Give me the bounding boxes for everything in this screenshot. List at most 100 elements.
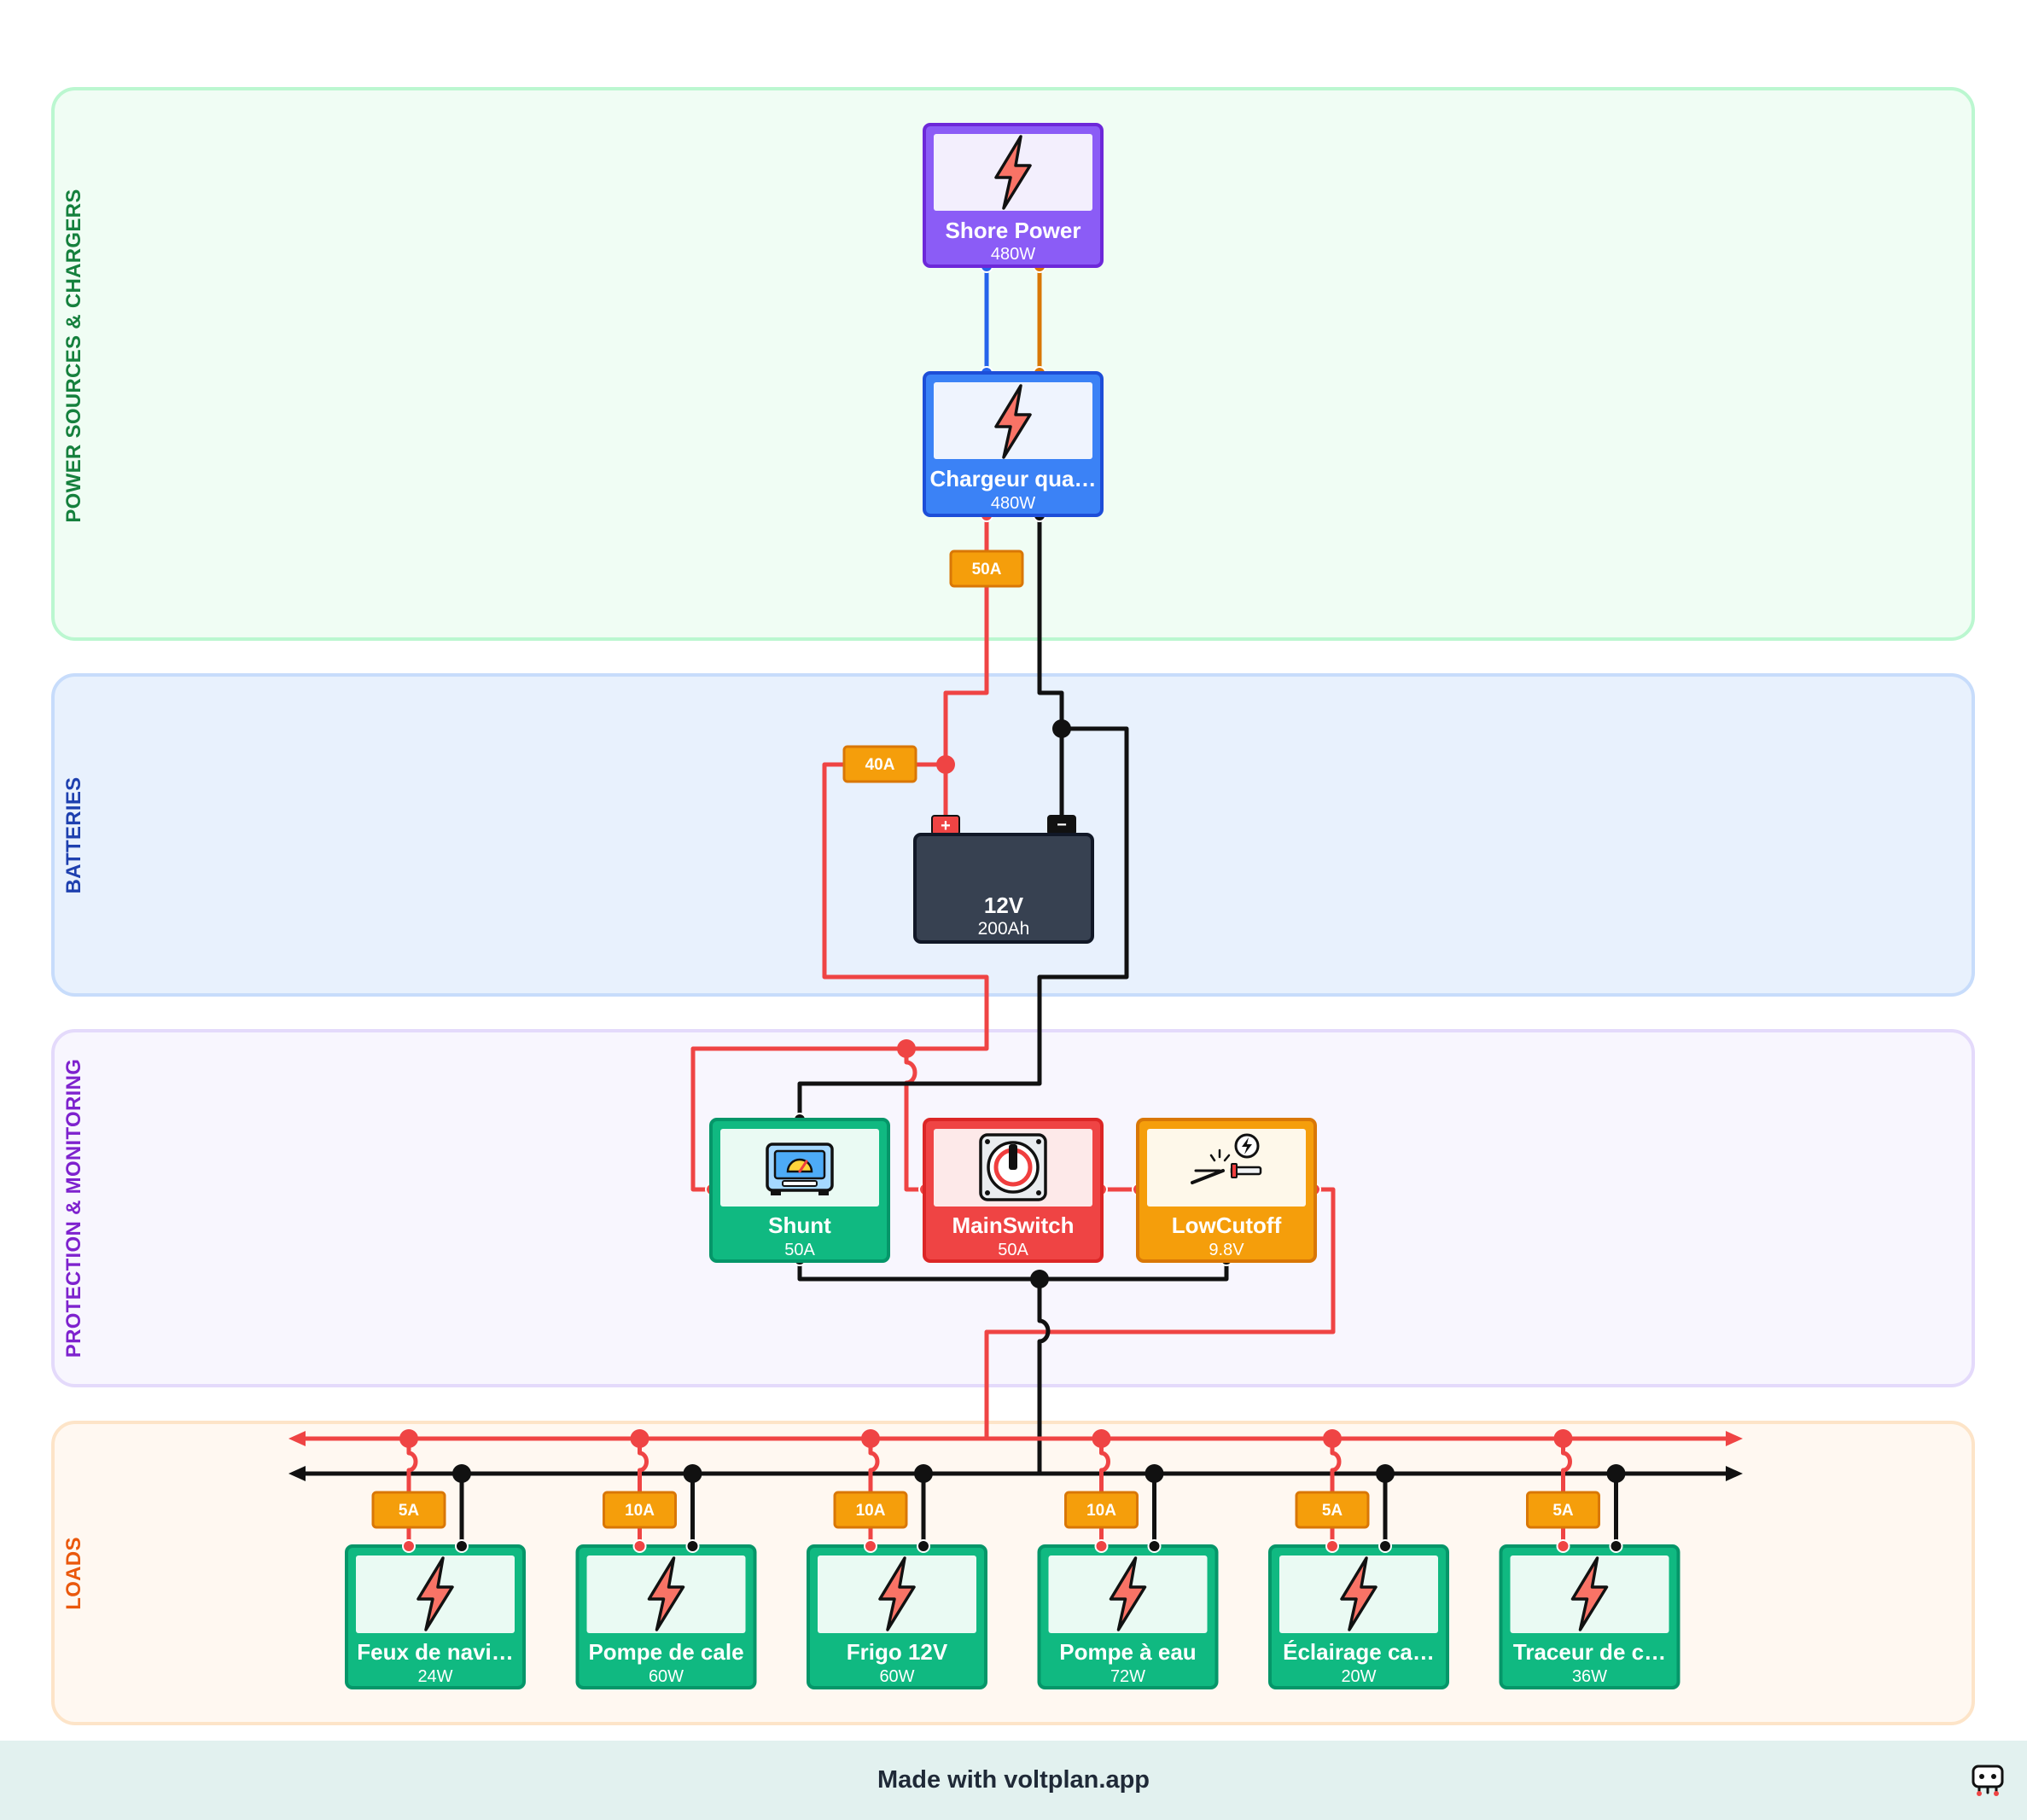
load-value: 72W — [1110, 1667, 1145, 1686]
load-title: Éclairage ca… — [1283, 1639, 1435, 1665]
load-fuse[interactable]: 5A — [1295, 1491, 1370, 1529]
load-positive-wire — [868, 1439, 880, 1546]
load-fuse-label: 10A — [1086, 1502, 1116, 1520]
load-positive-terminal — [1094, 1539, 1109, 1553]
charger-title: Chargeur qua… — [929, 466, 1096, 491]
load-value: 60W — [649, 1667, 684, 1686]
load-fuse-label: 10A — [856, 1502, 886, 1520]
load-fuse[interactable]: 5A — [371, 1491, 446, 1529]
load-fuse[interactable]: 10A — [1064, 1491, 1139, 1529]
fuse-charger-label: 50A — [972, 561, 1002, 579]
fuse-charger[interactable]: 50A — [949, 549, 1024, 588]
footer-text[interactable]: Made with voltplan.app — [877, 1766, 1150, 1794]
shunt-value: 50A — [784, 1241, 815, 1259]
charger-node[interactable]: Chargeur qua… 480W — [923, 371, 1104, 517]
load-positive-wire — [1330, 1439, 1342, 1546]
load-positive-junction — [861, 1429, 880, 1448]
load-value: 20W — [1341, 1667, 1376, 1686]
load-value: 24W — [417, 1667, 452, 1686]
wire-negative-to-bus — [1037, 1279, 1051, 1474]
load-node[interactable]: 5A Feux de navi… 24W — [345, 1491, 526, 1689]
load-fuse-label: 10A — [625, 1502, 655, 1520]
load-fuse-label: 5A — [1552, 1502, 1574, 1520]
load-node[interactable]: 10A Pompe à eau 72W — [1037, 1491, 1219, 1689]
shunt-monitor-icon — [766, 1143, 834, 1195]
load-positive-terminal — [402, 1539, 416, 1553]
load-node[interactable]: 5A Traceur de c… 36W — [1499, 1491, 1680, 1689]
shunt-title: Shunt — [768, 1212, 831, 1238]
load-positive-junction — [1092, 1429, 1111, 1448]
load-wires — [399, 1429, 1626, 1546]
main-switch-value: 50A — [998, 1241, 1028, 1259]
shore-power-title: Shore Power — [946, 218, 1081, 243]
load-negative-junction — [1606, 1464, 1626, 1483]
load-negative-junction — [914, 1464, 933, 1483]
shunt-node[interactable]: Shunt 50A — [709, 1118, 890, 1263]
wire-charger-negative — [1037, 515, 1064, 729]
wire-cutoff-to-bus — [984, 1187, 1336, 1439]
load-negative-terminal — [1378, 1539, 1392, 1553]
load-positive-junction — [399, 1429, 418, 1448]
fuse-battery[interactable]: 40A — [842, 745, 917, 783]
load-fuse[interactable]: 10A — [603, 1491, 677, 1529]
main-switch-title: MainSwitch — [952, 1212, 1074, 1238]
load-value: 60W — [879, 1667, 914, 1686]
load-negative-junction — [683, 1464, 702, 1483]
load-positive-terminal — [632, 1539, 647, 1553]
load-positive-wire — [1561, 1439, 1572, 1546]
battery-negative-terminal: − — [1057, 816, 1067, 834]
load-fuse[interactable]: 5A — [1526, 1491, 1600, 1529]
zone-title-loads: LOADS — [62, 1537, 85, 1610]
load-fuse-label: 5A — [1322, 1502, 1343, 1520]
load-node[interactable]: 5A Éclairage ca… 20W — [1268, 1491, 1449, 1689]
shore-power-node[interactable]: Shore Power 480W — [923, 123, 1104, 268]
wire-negative-loop — [797, 726, 1129, 1119]
load-negative-terminal — [685, 1539, 700, 1553]
load-positive-terminal — [1556, 1539, 1570, 1553]
load-negative-terminal — [455, 1539, 469, 1553]
battery-voltage: 12V — [984, 893, 1024, 918]
zone-title-protection: PROTECTION & MONITORING — [62, 1059, 85, 1358]
low-cutoff-title: LowCutoff — [1172, 1212, 1282, 1238]
load-positive-junction — [630, 1429, 649, 1448]
load-negative-junction — [1145, 1464, 1164, 1483]
load-fuse[interactable]: 10A — [833, 1491, 908, 1529]
load-positive-junction — [1323, 1429, 1342, 1448]
load-negative-junction — [1376, 1464, 1395, 1483]
main-switch-node[interactable]: MainSwitch 50A — [923, 1118, 1104, 1263]
load-title: Traceur de c… — [1513, 1639, 1666, 1665]
load-positive-wire — [1099, 1439, 1110, 1546]
load-negative-terminal — [1147, 1539, 1162, 1553]
battery-node[interactable]: + − 12V 200Ah — [913, 815, 1094, 944]
battery-capacity: 200Ah — [978, 919, 1030, 939]
zone-loads: LOADS — [51, 1421, 1975, 1725]
load-title: Pompe de cale — [588, 1639, 743, 1665]
load-negative-terminal — [1609, 1539, 1623, 1553]
load-negative-junction — [452, 1464, 471, 1483]
load-fuse-label: 5A — [399, 1502, 420, 1520]
load-title: Pompe à eau — [1059, 1639, 1196, 1665]
load-title: Feux de navi… — [357, 1639, 514, 1665]
footer: Made with voltplan.app — [0, 1741, 2027, 1820]
battery-switch-icon — [979, 1133, 1047, 1201]
fuse-battery-label: 40A — [865, 756, 895, 774]
zone-title-sources: POWER SOURCES & CHARGERS — [62, 189, 85, 522]
low-cutoff-value: 9.8V — [1209, 1241, 1244, 1259]
voltplan-logo-icon — [1972, 1765, 2004, 1796]
load-positive-wire — [638, 1439, 649, 1546]
load-negative-terminal — [917, 1539, 930, 1553]
low-cutoff-node[interactable]: LowCutoff 9.8V — [1136, 1118, 1317, 1263]
load-value: 36W — [1572, 1667, 1607, 1686]
wire-protection-negative — [797, 1259, 1229, 1282]
load-positive-terminal — [1325, 1539, 1339, 1553]
load-node[interactable]: 10A Pompe de cale 60W — [575, 1491, 757, 1689]
zone-sources: POWER SOURCES & CHARGERS — [51, 87, 1975, 641]
wire-charger-positive — [943, 515, 989, 765]
load-positive-wire — [406, 1439, 418, 1546]
charger-value: 480W — [991, 494, 1035, 513]
shore-power-value: 480W — [991, 245, 1035, 264]
load-positive-junction — [1553, 1429, 1573, 1448]
